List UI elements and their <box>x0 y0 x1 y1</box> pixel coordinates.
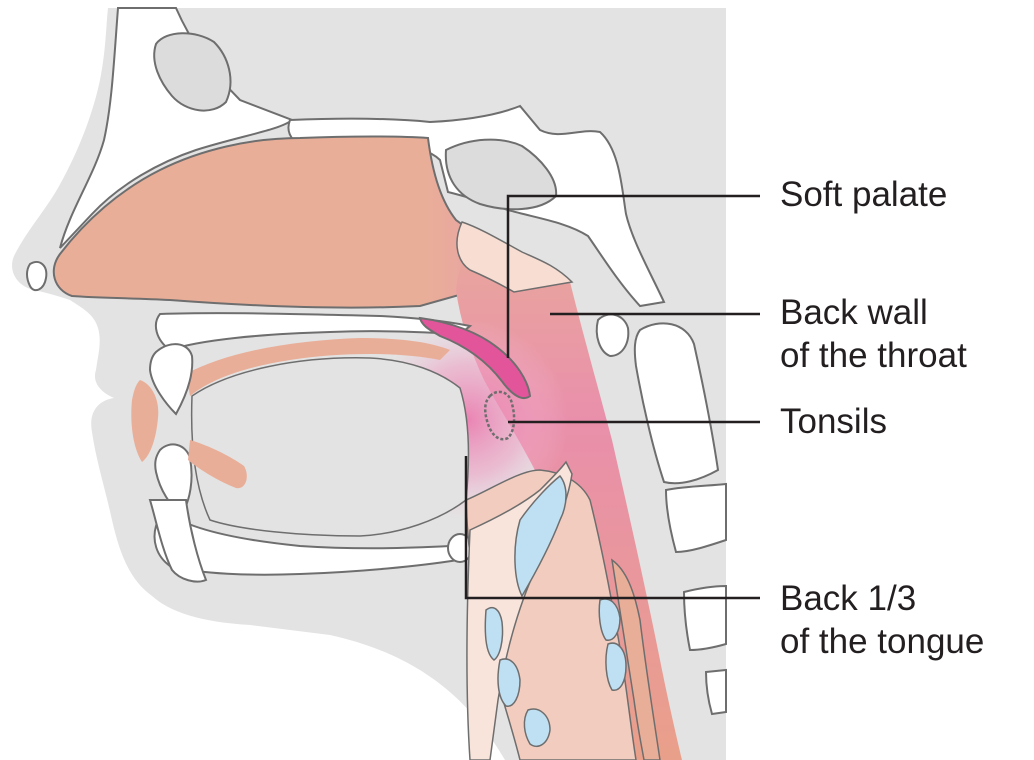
label-back-tongue: Back 1/3 of the tongue <box>780 577 984 663</box>
label-back-tongue-line2: of the tongue <box>780 620 984 663</box>
label-tonsils-text: Tonsils <box>780 400 887 443</box>
vertebra-c4 <box>684 586 726 650</box>
label-back-wall-line2: of the throat <box>780 334 967 377</box>
cartilage-left-1 <box>485 608 502 660</box>
label-back-wall-line1: Back wall <box>780 291 967 334</box>
nostril <box>27 262 46 290</box>
label-back-wall: Back wall of the throat <box>780 291 967 377</box>
vertebra-c3 <box>666 484 726 552</box>
label-tonsils: Tonsils <box>780 400 887 443</box>
label-soft-palate: Soft palate <box>780 173 947 216</box>
label-back-tongue-line1: Back 1/3 <box>780 577 984 620</box>
label-soft-palate-text: Soft palate <box>780 173 947 216</box>
oral-cavity <box>192 358 469 536</box>
cartilage-right-2 <box>606 643 626 690</box>
vertebra-atlas <box>597 314 629 356</box>
